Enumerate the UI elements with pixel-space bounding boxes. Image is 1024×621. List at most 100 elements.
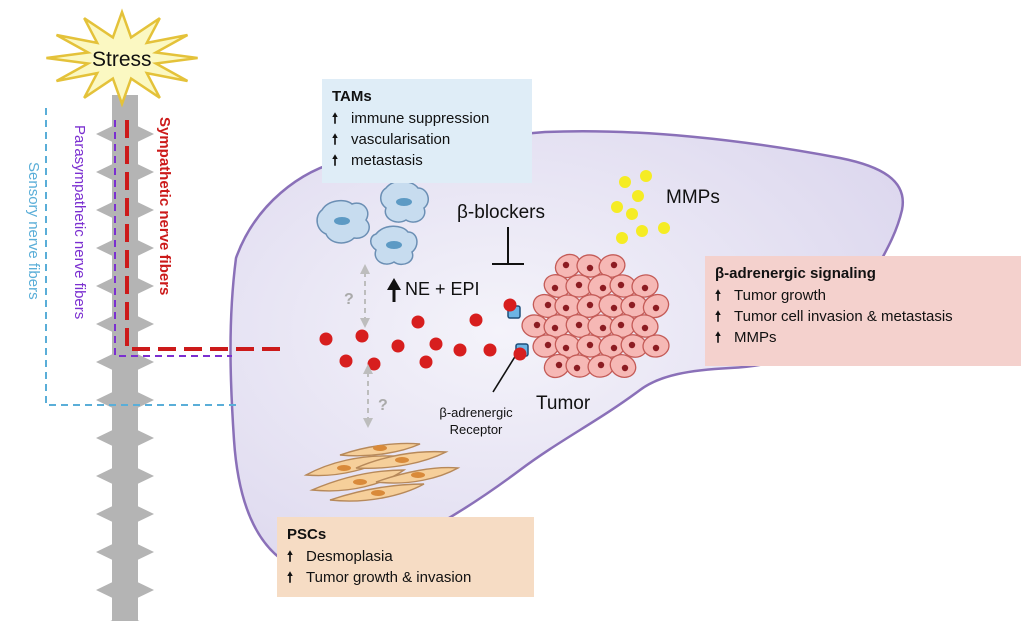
ne-epi-dot — [483, 343, 497, 357]
mmp-dot — [658, 222, 670, 234]
sensory-nerve-fibers — [45, 108, 240, 406]
beta-signaling-item-text: Tumor cell invasion & metastasis — [734, 308, 953, 325]
mmp-dot — [611, 201, 623, 213]
tumor-cluster — [521, 253, 670, 379]
mmp-dot — [636, 225, 648, 237]
beta-signaling-item-text: Tumor growth — [734, 287, 826, 304]
tumor-cell-nucleus — [652, 304, 660, 312]
ne-epi-dot — [419, 355, 433, 369]
ne-epi-dot — [513, 347, 527, 361]
tumor-cell-nucleus — [610, 304, 618, 312]
beta-signaling-item: 🠕 Tumor cell invasion & metastasis — [715, 306, 1011, 327]
tams-item-text: immune suppression — [351, 110, 490, 127]
beta-blockers-label: β-blockers — [457, 202, 546, 223]
up-arrow-icon: 🠕 — [287, 548, 294, 564]
tumor-cell-nucleus — [562, 344, 570, 352]
tumor-cell-nucleus — [641, 324, 649, 332]
tumor-cell-nucleus — [628, 301, 636, 309]
pscs-box: PSCs 🠕Desmoplasia 🠕Tumor growth & invasi… — [277, 517, 534, 597]
tumor-cell-nucleus — [544, 301, 552, 309]
tams-item: 🠕 vascularisation — [332, 129, 522, 150]
tumor-cell-nucleus — [544, 341, 552, 349]
ne-epi-dot — [453, 343, 467, 357]
parasympathetic-nerve-label: Parasympathetic nerve fibers — [71, 125, 88, 320]
tumor-cell-nucleus — [575, 321, 583, 329]
beta-receptor-label: β-adrenergic Receptor — [439, 405, 513, 437]
tumor-label: Tumor — [536, 393, 591, 414]
ne-epi-molecules — [319, 298, 527, 371]
spine-spike — [110, 614, 140, 621]
beta-signaling-item: 🠕Tumor growth — [715, 285, 1011, 306]
sympathetic-nerve-label: Sympathetic nerve fibers — [156, 117, 173, 296]
beta-signaling-title: β-adrenergic signaling — [715, 265, 876, 282]
spine-spikes — [96, 120, 154, 621]
spine-spike — [96, 538, 154, 566]
tumor-cell-nucleus — [562, 261, 570, 269]
parasympathetic-nerve-fibers — [114, 120, 232, 357]
tams-item: 🠕 immune suppression — [332, 108, 522, 129]
mmps-label: MMPs — [666, 187, 720, 208]
receptor-pointer — [492, 354, 517, 393]
up-arrow-icon: 🠕 — [715, 308, 722, 324]
tumor-cell-nucleus — [573, 364, 581, 372]
beta-signaling-box: β-adrenergic signaling 🠕Tumor growth 🠕Tu… — [705, 256, 1021, 366]
tumor-cell-nucleus — [551, 324, 559, 332]
tams-item-text: metastasis — [351, 152, 423, 169]
spine-spike — [96, 310, 154, 338]
ne-epi-dot — [355, 329, 369, 343]
tumor-cell-nucleus — [597, 361, 605, 369]
mmp-dot — [626, 208, 638, 220]
tumor-cell-nucleus — [628, 341, 636, 349]
tumor-cell-nucleus — [586, 264, 594, 272]
tumor-cell-nucleus — [586, 341, 594, 349]
sensory-nerve-label: Sensory nerve fibers — [25, 162, 42, 300]
tams-item: 🠕metastasis — [332, 150, 522, 171]
tumor-cell-nucleus — [610, 261, 618, 269]
tam-question-arrow-down-head — [360, 318, 370, 328]
up-arrow-icon: 🠕 — [332, 131, 339, 147]
tumor-cell-nucleus — [617, 321, 625, 329]
ne-epi-up-arrow — [387, 278, 401, 302]
ne-epi-dot — [391, 339, 405, 353]
tumor-cell-nucleus — [533, 321, 541, 329]
pscs-item-text: Desmoplasia — [306, 548, 393, 565]
tumor-cell-nucleus — [586, 301, 594, 309]
psc-cells — [303, 442, 461, 502]
pscs-title: PSCs — [287, 526, 327, 543]
spine-spike — [96, 348, 154, 376]
tumor-cell-nucleus — [621, 364, 629, 372]
tumor-cell-nucleus — [610, 344, 618, 352]
mmp-dot — [632, 190, 644, 202]
spine-spike — [96, 462, 154, 490]
ne-epi-dot — [469, 313, 483, 327]
up-arrow-icon: 🠕 — [332, 110, 339, 126]
tumor-cell-nucleus — [641, 284, 649, 292]
tams-item-text: vascularisation — [351, 131, 451, 148]
tumor-cell-nucleus — [599, 284, 607, 292]
stress-starburst — [46, 8, 198, 108]
tam-cells — [316, 180, 429, 266]
up-arrow-icon: 🠕 — [715, 329, 722, 345]
ne-epi-dot — [367, 357, 381, 371]
tams-title: TAMs — [332, 88, 372, 105]
ne-epi-dot — [411, 315, 425, 329]
tumor-cell-nucleus — [599, 324, 607, 332]
mmp-dot — [616, 232, 628, 244]
spine-spike — [96, 234, 154, 262]
tams-box: TAMs 🠕 immune suppression 🠕 vascularisatio… — [322, 79, 532, 183]
psc-question-arrow-up-head — [363, 364, 373, 374]
psc-question-arrow-down-head — [363, 418, 373, 428]
tumor-cell-nucleus — [652, 344, 660, 352]
ne-epi-label: NE + EPI — [405, 279, 480, 299]
tumor-cell-nucleus — [551, 284, 559, 292]
beta-signaling-item-text: MMPs — [734, 329, 777, 346]
mmp-dot — [640, 170, 652, 182]
spine-spike — [96, 424, 154, 452]
spine-spike — [96, 386, 154, 414]
pscs-item: 🠕 Desmoplasia — [287, 546, 524, 567]
mmp-molecules — [611, 170, 670, 244]
ne-epi-dot — [319, 332, 333, 346]
psc-question-mark: ? — [378, 397, 388, 414]
beta-blocker-inhibition — [492, 227, 524, 265]
